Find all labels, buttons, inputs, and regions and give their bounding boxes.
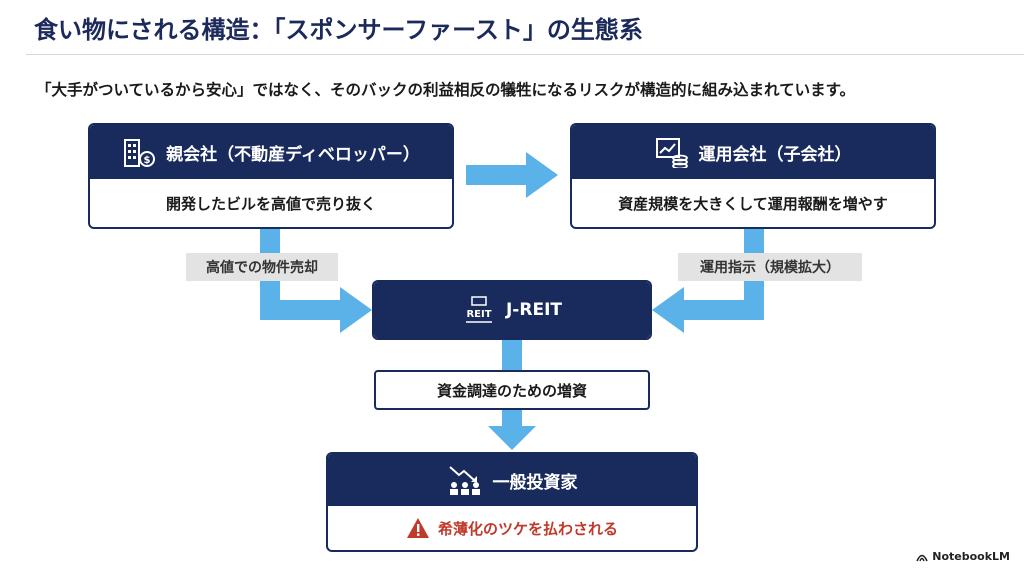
brand-text: NotebookLM: [932, 550, 1010, 563]
reit-icon-text: REIT: [466, 309, 491, 320]
warning-icon: [406, 517, 430, 539]
right-flow-label: 運用指示（規模拡大）: [678, 253, 862, 281]
investors-down-icon: [447, 464, 483, 496]
jreit-box: REIT J-REIT: [372, 280, 652, 340]
asset-manager-box: 運用会社（子会社） 資産規模を大きくして運用報酬を増やす: [570, 123, 936, 229]
arrow-parent-to-reit: [260, 228, 372, 333]
title-divider: [26, 54, 1024, 55]
investors-header: 一般投資家: [328, 454, 696, 506]
capital-raising-box: 資金調達のための増資: [374, 370, 650, 410]
asset-manager-title: 運用会社（子会社）: [698, 144, 852, 165]
page-title: 食い物にされる構造：「スポンサーファースト」の生態系: [34, 16, 643, 44]
jreit-header: REIT J-REIT: [374, 282, 650, 338]
svg-text:$: $: [144, 155, 151, 166]
parent-company-header: $ 親会社（不動産ディベロッパー）: [90, 125, 452, 179]
arrow-reit-to-capital: [502, 340, 522, 372]
parent-company-title: 親会社（不動産ディベロッパー）: [166, 144, 420, 165]
asset-manager-header: 運用会社（子会社）: [572, 125, 934, 179]
chart-coins-icon: [655, 136, 689, 168]
page-subtitle: 「大手がついているから安心」ではなく、そのバックの利益相反の犠牲になるリスクが構…: [36, 81, 856, 99]
jreit-title: J-REIT: [505, 300, 562, 320]
dilution-warning-text: 希薄化のツケを払わされる: [437, 519, 618, 538]
arrow-parent-to-manager: [466, 152, 558, 198]
asset-manager-body: 資産規模を大きくして運用報酬を増やす: [618, 194, 888, 213]
arrow-manager-to-reit: [652, 228, 764, 333]
investors-body: 希薄化のツケを払わされる: [328, 506, 696, 550]
dilution-warning: 希薄化のツケを払わされる: [406, 517, 618, 539]
investors-title: 一般投資家: [492, 472, 578, 493]
parent-company-box: $ 親会社（不動産ディベロッパー） 開発したビルを高値で売り抜く: [88, 123, 454, 229]
reit-building-icon: REIT: [462, 295, 496, 325]
notebooklm-logo-icon: [916, 552, 928, 562]
parent-company-body: 開発したビルを高値で売り抜く: [165, 194, 376, 213]
building-money-icon: $: [122, 136, 156, 168]
left-flow-label: 高値での物件売却: [186, 253, 338, 281]
arrow-capital-to-investors: [488, 410, 536, 450]
investors-box: 一般投資家 希薄化のツケを払わされる: [326, 452, 698, 552]
brand-mark: NotebookLM: [916, 550, 1010, 563]
